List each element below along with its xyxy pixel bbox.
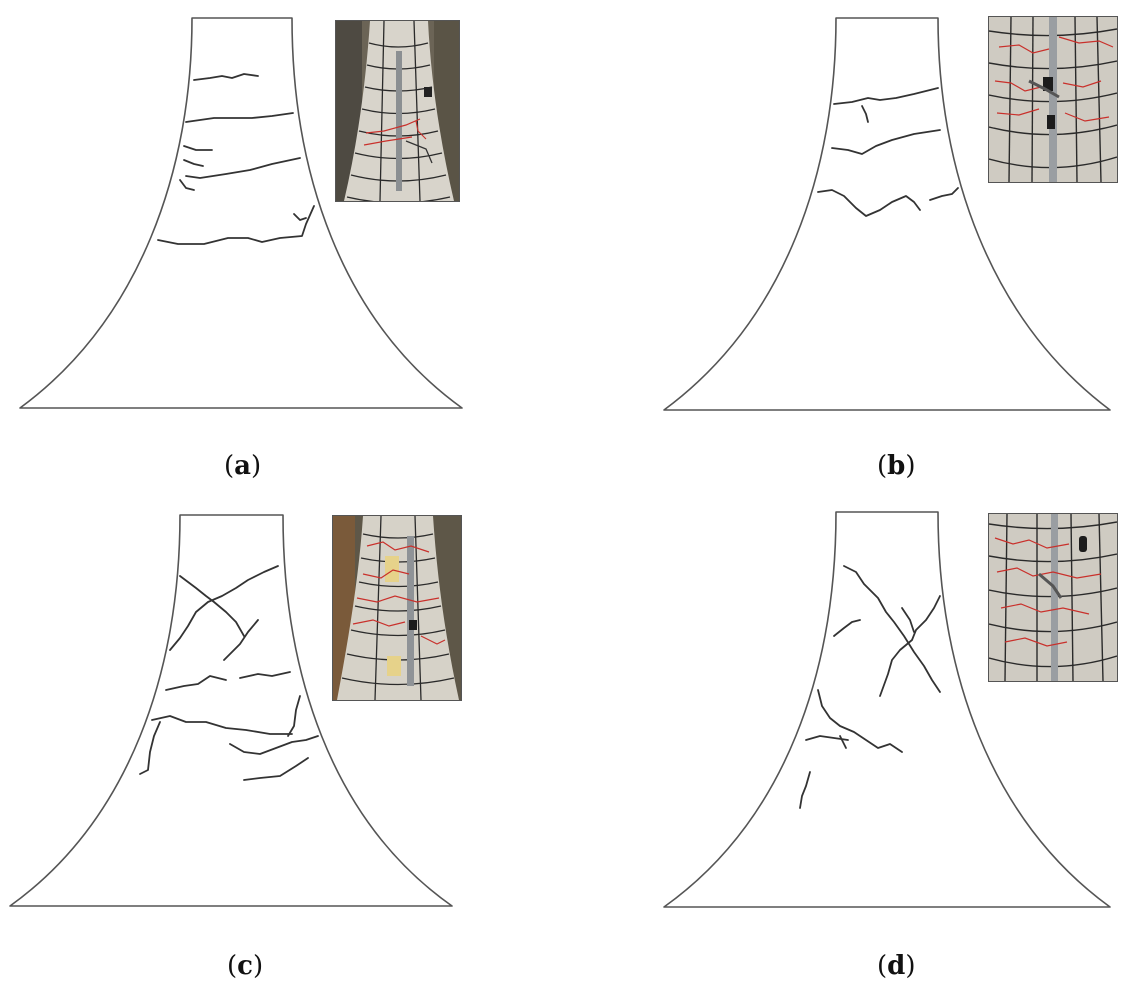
crack-line bbox=[239, 671, 291, 679]
panel-d-specimen-outline bbox=[663, 511, 1111, 908]
crack-line bbox=[833, 619, 861, 637]
crack-line bbox=[185, 112, 294, 123]
panel-a-drawing bbox=[19, 17, 463, 409]
panel-a-cracks bbox=[157, 73, 315, 245]
crack-line bbox=[165, 675, 227, 691]
panel-b-drawing bbox=[663, 17, 1111, 411]
crack-line bbox=[831, 129, 941, 155]
crack-line bbox=[287, 695, 301, 737]
crack-line bbox=[183, 159, 204, 167]
panel-d-specimen-photo bbox=[988, 513, 1118, 682]
crack-line bbox=[179, 179, 195, 191]
panel-b-specimen-photo bbox=[988, 16, 1118, 183]
caption-open-paren: ( bbox=[877, 951, 888, 981]
panel-c-specimen-photo bbox=[332, 515, 462, 701]
specimen-photo-icon bbox=[989, 17, 1117, 182]
caption-open-paren: ( bbox=[877, 451, 888, 481]
crack-line bbox=[799, 771, 811, 809]
crack-line bbox=[929, 187, 959, 201]
crack-line bbox=[879, 595, 941, 697]
panel-c-specimen-outline bbox=[9, 514, 453, 907]
caption-close-paren: ) bbox=[251, 451, 262, 481]
caption-letter: b bbox=[887, 451, 906, 481]
panel-a-specimen-photo bbox=[335, 20, 460, 202]
specimen-photo-icon bbox=[336, 21, 459, 201]
panel-c-caption: (c) bbox=[227, 951, 263, 981]
caption-close-paren: ) bbox=[253, 951, 264, 981]
crack-line bbox=[901, 607, 915, 633]
panel-d-cracks bbox=[799, 565, 941, 809]
panel-a-specimen-outline bbox=[19, 17, 463, 409]
panel-b-cracks bbox=[817, 87, 959, 217]
caption-close-paren: ) bbox=[905, 451, 916, 481]
panel-d-drawing bbox=[663, 511, 1111, 908]
crack-line bbox=[183, 145, 213, 151]
panel-b-specimen-outline bbox=[663, 17, 1111, 411]
crack-line bbox=[293, 213, 307, 221]
caption-open-paren: ( bbox=[227, 951, 238, 981]
crack-line bbox=[817, 689, 903, 753]
crack-line bbox=[151, 715, 293, 735]
panel-b-caption: (b) bbox=[877, 451, 916, 481]
crack-line bbox=[843, 565, 941, 693]
crack-line bbox=[169, 565, 279, 651]
caption-letter: a bbox=[234, 451, 252, 481]
caption-letter: d bbox=[887, 951, 906, 981]
panel-a-caption: (a) bbox=[224, 451, 261, 481]
crack-line bbox=[833, 87, 939, 105]
specimen-photo-icon bbox=[333, 516, 461, 700]
crack-line bbox=[817, 189, 921, 217]
panel-c-drawing bbox=[9, 514, 453, 907]
caption-letter: c bbox=[237, 951, 253, 981]
crack-line bbox=[157, 205, 315, 245]
crack-line bbox=[229, 735, 319, 755]
specimen-photo-icon bbox=[989, 514, 1117, 681]
crack-line bbox=[243, 757, 309, 781]
crack-line bbox=[223, 619, 259, 661]
panel-d-caption: (d) bbox=[877, 951, 916, 981]
crack-line bbox=[193, 73, 259, 81]
crack-line bbox=[179, 575, 245, 637]
caption-open-paren: ( bbox=[224, 451, 235, 481]
panel-c-cracks bbox=[139, 565, 319, 781]
crack-line bbox=[861, 105, 869, 123]
caption-close-paren: ) bbox=[905, 951, 916, 981]
crack-line bbox=[139, 721, 161, 775]
crack-line bbox=[839, 735, 847, 749]
crack-line bbox=[185, 157, 301, 179]
